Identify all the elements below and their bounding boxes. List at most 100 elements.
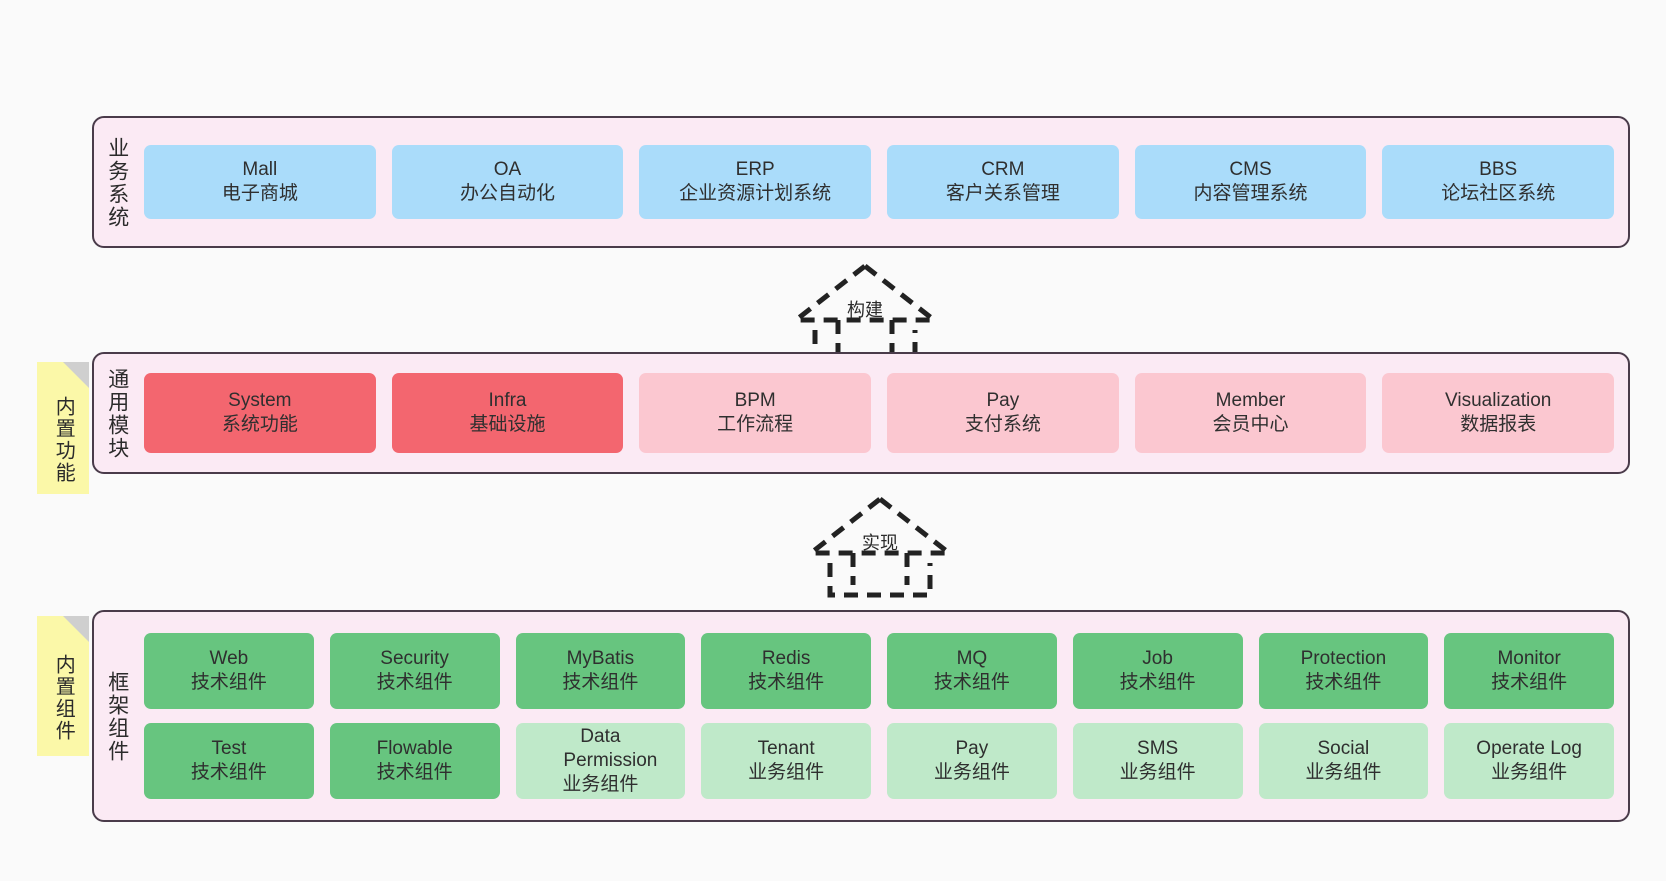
layer-common-modules: 通用模块 System 系统功能 Infra 基础设施 BPM 工作流程 Pay… xyxy=(92,352,1630,474)
node-title: MyBatis xyxy=(566,648,635,670)
node-social[interactable]: Social 业务组件 xyxy=(1258,723,1429,799)
node-mybatis[interactable]: MyBatis 技术组件 xyxy=(515,633,686,709)
node-title: Flowable xyxy=(376,738,453,760)
node-test[interactable]: Test 技术组件 xyxy=(144,723,314,799)
node-subtitle: 技术组件 xyxy=(376,762,453,783)
node-subtitle: 数据报表 xyxy=(1460,414,1537,435)
node-redis[interactable]: Redis 技术组件 xyxy=(701,633,871,709)
node-bbs[interactable]: BBS 论坛社区系统 xyxy=(1382,145,1615,219)
note-builtin-function: 内置功能 xyxy=(37,362,89,494)
node-title: System xyxy=(228,390,292,412)
node-title: CRM xyxy=(981,159,1025,181)
node-title: Protection xyxy=(1300,648,1387,670)
node-system[interactable]: System 系统功能 xyxy=(144,373,376,453)
node-title: Monitor xyxy=(1497,648,1561,670)
node-subtitle: 支付系统 xyxy=(964,414,1041,435)
layer-body-framework-components: Web 技术组件 Security 技术组件 MyBatis 技术组件 Redi… xyxy=(140,612,1628,820)
node-title: Mall xyxy=(242,159,278,181)
node-subtitle: 技术组件 xyxy=(1305,672,1382,693)
layer-title-business-system: 业务系统 xyxy=(105,137,129,229)
node-subtitle: 技术组件 xyxy=(748,672,825,693)
node-title: Member xyxy=(1215,390,1286,412)
layer-title-framework-components: 框架组件 xyxy=(105,671,129,763)
node-title: Redis xyxy=(761,648,811,670)
node-subtitle: 内容管理系统 xyxy=(1193,183,1308,204)
connector-build-label: 构建 xyxy=(847,300,883,320)
node-title: Security xyxy=(380,648,449,670)
node-visualization[interactable]: Visualization 数据报表 xyxy=(1382,373,1615,453)
node-subtitle: 技术组件 xyxy=(1119,672,1196,693)
layer-title-common-modules: 通用模块 xyxy=(105,368,129,460)
node-row: System 系统功能 Infra 基础设施 BPM 工作流程 Pay 支付系统… xyxy=(144,373,1615,453)
node-title: Job xyxy=(1142,648,1173,670)
dashed-shaft-icon xyxy=(827,563,933,598)
node-subtitle: 技术组件 xyxy=(562,672,639,693)
node-monitor[interactable]: Monitor 技术组件 xyxy=(1444,633,1614,709)
node-title: Data Permission xyxy=(563,726,658,772)
node-title: CMS xyxy=(1229,159,1272,181)
layer-framework-components: 框架组件 Web 技术组件 Security 技术组件 MyBatis 技术组件… xyxy=(92,610,1630,822)
node-subtitle: 论坛社区系统 xyxy=(1441,183,1556,204)
node-title: MQ xyxy=(956,648,988,670)
node-job[interactable]: Job 技术组件 xyxy=(1072,633,1243,709)
layer-body-common-modules: System 系统功能 Infra 基础设施 BPM 工作流程 Pay 支付系统… xyxy=(140,354,1628,472)
note-fold-corner-icon xyxy=(63,616,89,642)
node-bpm[interactable]: BPM 工作流程 xyxy=(639,373,872,453)
node-erp[interactable]: ERP 企业资源计划系统 xyxy=(639,145,872,219)
node-pay-module[interactable]: Pay 支付系统 xyxy=(887,373,1119,453)
node-subtitle: 技术组件 xyxy=(1491,672,1568,693)
node-subtitle: 技术组件 xyxy=(933,672,1010,693)
note-label: 内置功能 xyxy=(52,396,75,484)
node-operate-log[interactable]: Operate Log 业务组件 xyxy=(1444,723,1614,799)
node-title: Operate Log xyxy=(1476,738,1582,760)
node-title: BPM xyxy=(734,390,776,412)
layer-body-business-system: Mall 电子商城 OA 办公自动化 ERP 企业资源计划系统 CRM 客户关系… xyxy=(140,118,1628,246)
layer-business-system: 业务系统 Mall 电子商城 OA 办公自动化 ERP 企业资源计划系统 CRM… xyxy=(92,116,1630,248)
node-subtitle: 基础设施 xyxy=(469,414,546,435)
node-flowable[interactable]: Flowable 技术组件 xyxy=(329,723,500,799)
node-oa[interactable]: OA 办公自动化 xyxy=(391,145,624,219)
node-subtitle: 业务组件 xyxy=(1491,762,1568,783)
node-mq[interactable]: MQ 技术组件 xyxy=(887,633,1057,709)
node-subtitle: 会员中心 xyxy=(1212,414,1289,435)
node-subtitle: 技术组件 xyxy=(376,672,453,693)
node-title: OA xyxy=(493,159,522,181)
node-subtitle: 工作流程 xyxy=(717,414,794,435)
node-data-permission[interactable]: Data Permission 业务组件 xyxy=(515,723,686,799)
note-builtin-component: 内置组件 xyxy=(37,616,89,756)
connector-implement-shaft xyxy=(821,563,939,599)
node-subtitle: 业务组件 xyxy=(562,773,639,795)
node-subtitle: 技术组件 xyxy=(190,672,267,693)
node-subtitle: 业务组件 xyxy=(1119,762,1196,783)
node-title: Web xyxy=(209,648,249,670)
node-protection[interactable]: Protection 技术组件 xyxy=(1258,633,1429,709)
node-row: Mall 电子商城 OA 办公自动化 ERP 企业资源计划系统 CRM 客户关系… xyxy=(144,145,1615,219)
node-tenant[interactable]: Tenant 业务组件 xyxy=(701,723,871,799)
node-pay-component[interactable]: Pay 业务组件 xyxy=(887,723,1057,799)
note-fold-corner-icon xyxy=(63,362,89,388)
node-row: Web 技术组件 Security 技术组件 MyBatis 技术组件 Redi… xyxy=(144,633,1614,709)
node-sms[interactable]: SMS 业务组件 xyxy=(1072,723,1243,799)
node-infra[interactable]: Infra 基础设施 xyxy=(391,373,624,453)
node-subtitle: 系统功能 xyxy=(221,414,298,435)
node-title: Test xyxy=(211,738,247,760)
node-subtitle: 业务组件 xyxy=(933,762,1010,783)
node-cms[interactable]: CMS 内容管理系统 xyxy=(1134,145,1367,219)
node-subtitle: 业务组件 xyxy=(748,762,825,783)
node-title: Visualization xyxy=(1445,390,1552,412)
node-web[interactable]: Web 技术组件 xyxy=(144,633,314,709)
node-title: Infra xyxy=(488,390,527,412)
node-mall[interactable]: Mall 电子商城 xyxy=(144,145,376,219)
node-title: Pay xyxy=(955,738,989,760)
node-subtitle: 客户关系管理 xyxy=(945,183,1060,204)
node-member[interactable]: Member 会员中心 xyxy=(1134,373,1367,453)
node-subtitle: 企业资源计划系统 xyxy=(679,183,832,204)
node-security[interactable]: Security 技术组件 xyxy=(329,633,500,709)
node-subtitle: 办公自动化 xyxy=(460,183,556,204)
node-crm[interactable]: CRM 客户关系管理 xyxy=(887,145,1119,219)
node-title: Social xyxy=(1317,738,1370,760)
node-title: SMS xyxy=(1137,738,1179,760)
node-subtitle: 技术组件 xyxy=(190,762,267,783)
node-subtitle: 电子商城 xyxy=(221,183,298,204)
